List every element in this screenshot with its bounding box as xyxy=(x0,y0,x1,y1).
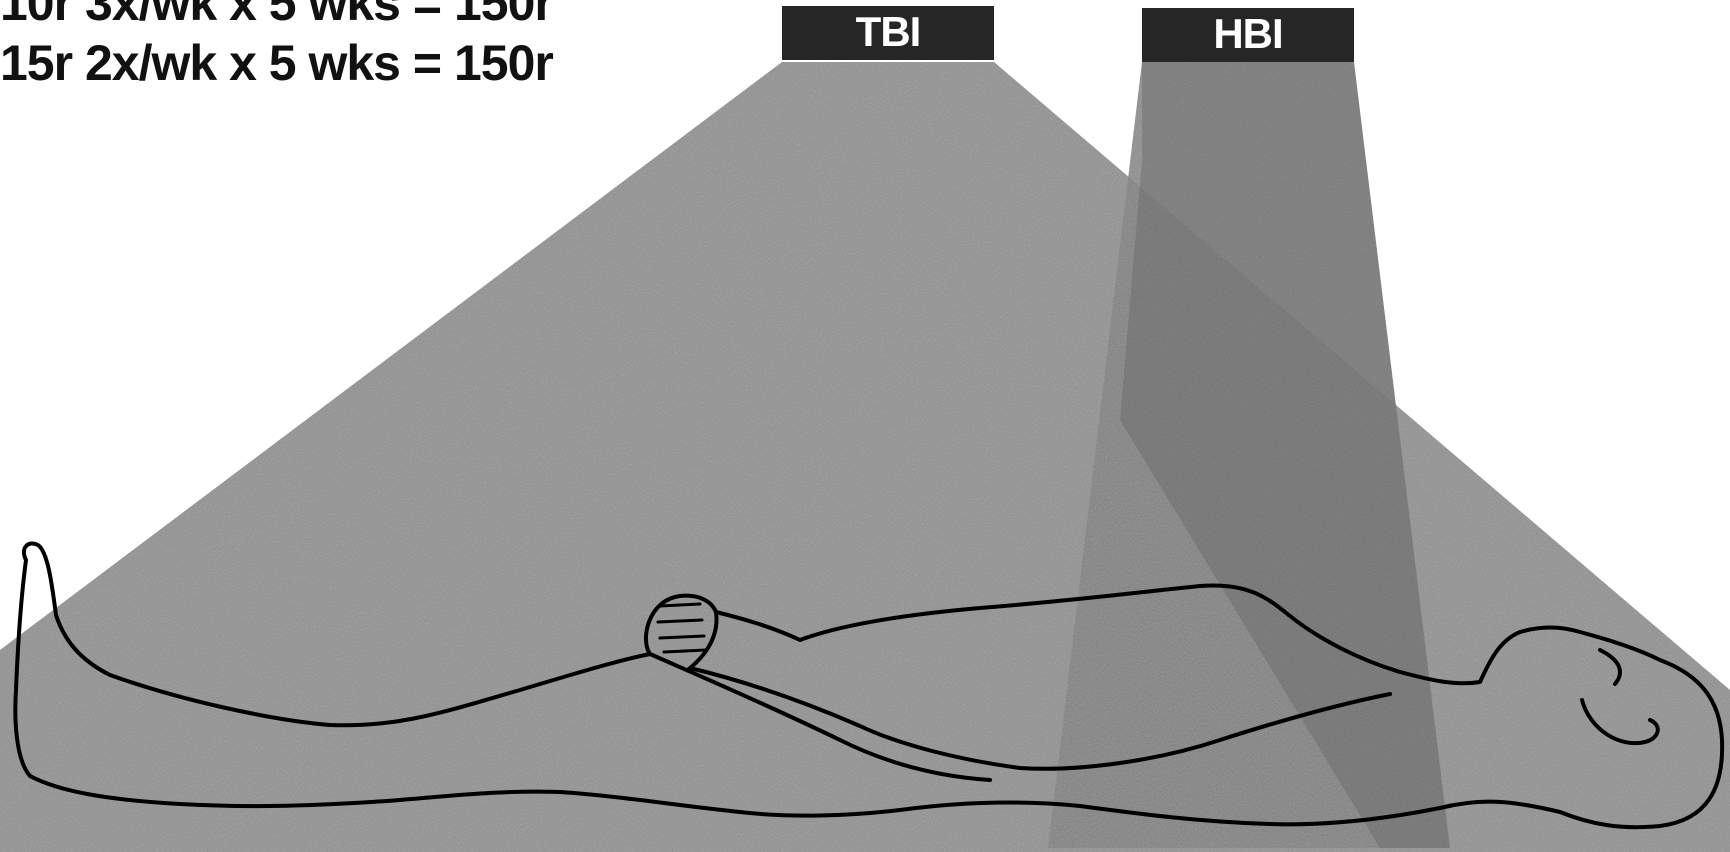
hbi-source-label: HBI xyxy=(1142,8,1354,62)
tbi-beam xyxy=(0,62,1730,852)
tbi-source-label: TBI xyxy=(782,6,994,60)
dose-schedule-line-2: 15r 2x/wk x 5 wks = 150r xyxy=(0,38,553,88)
dose-schedule-line-1: 10r 3x/wk x 5 wks = 150r xyxy=(0,0,553,28)
